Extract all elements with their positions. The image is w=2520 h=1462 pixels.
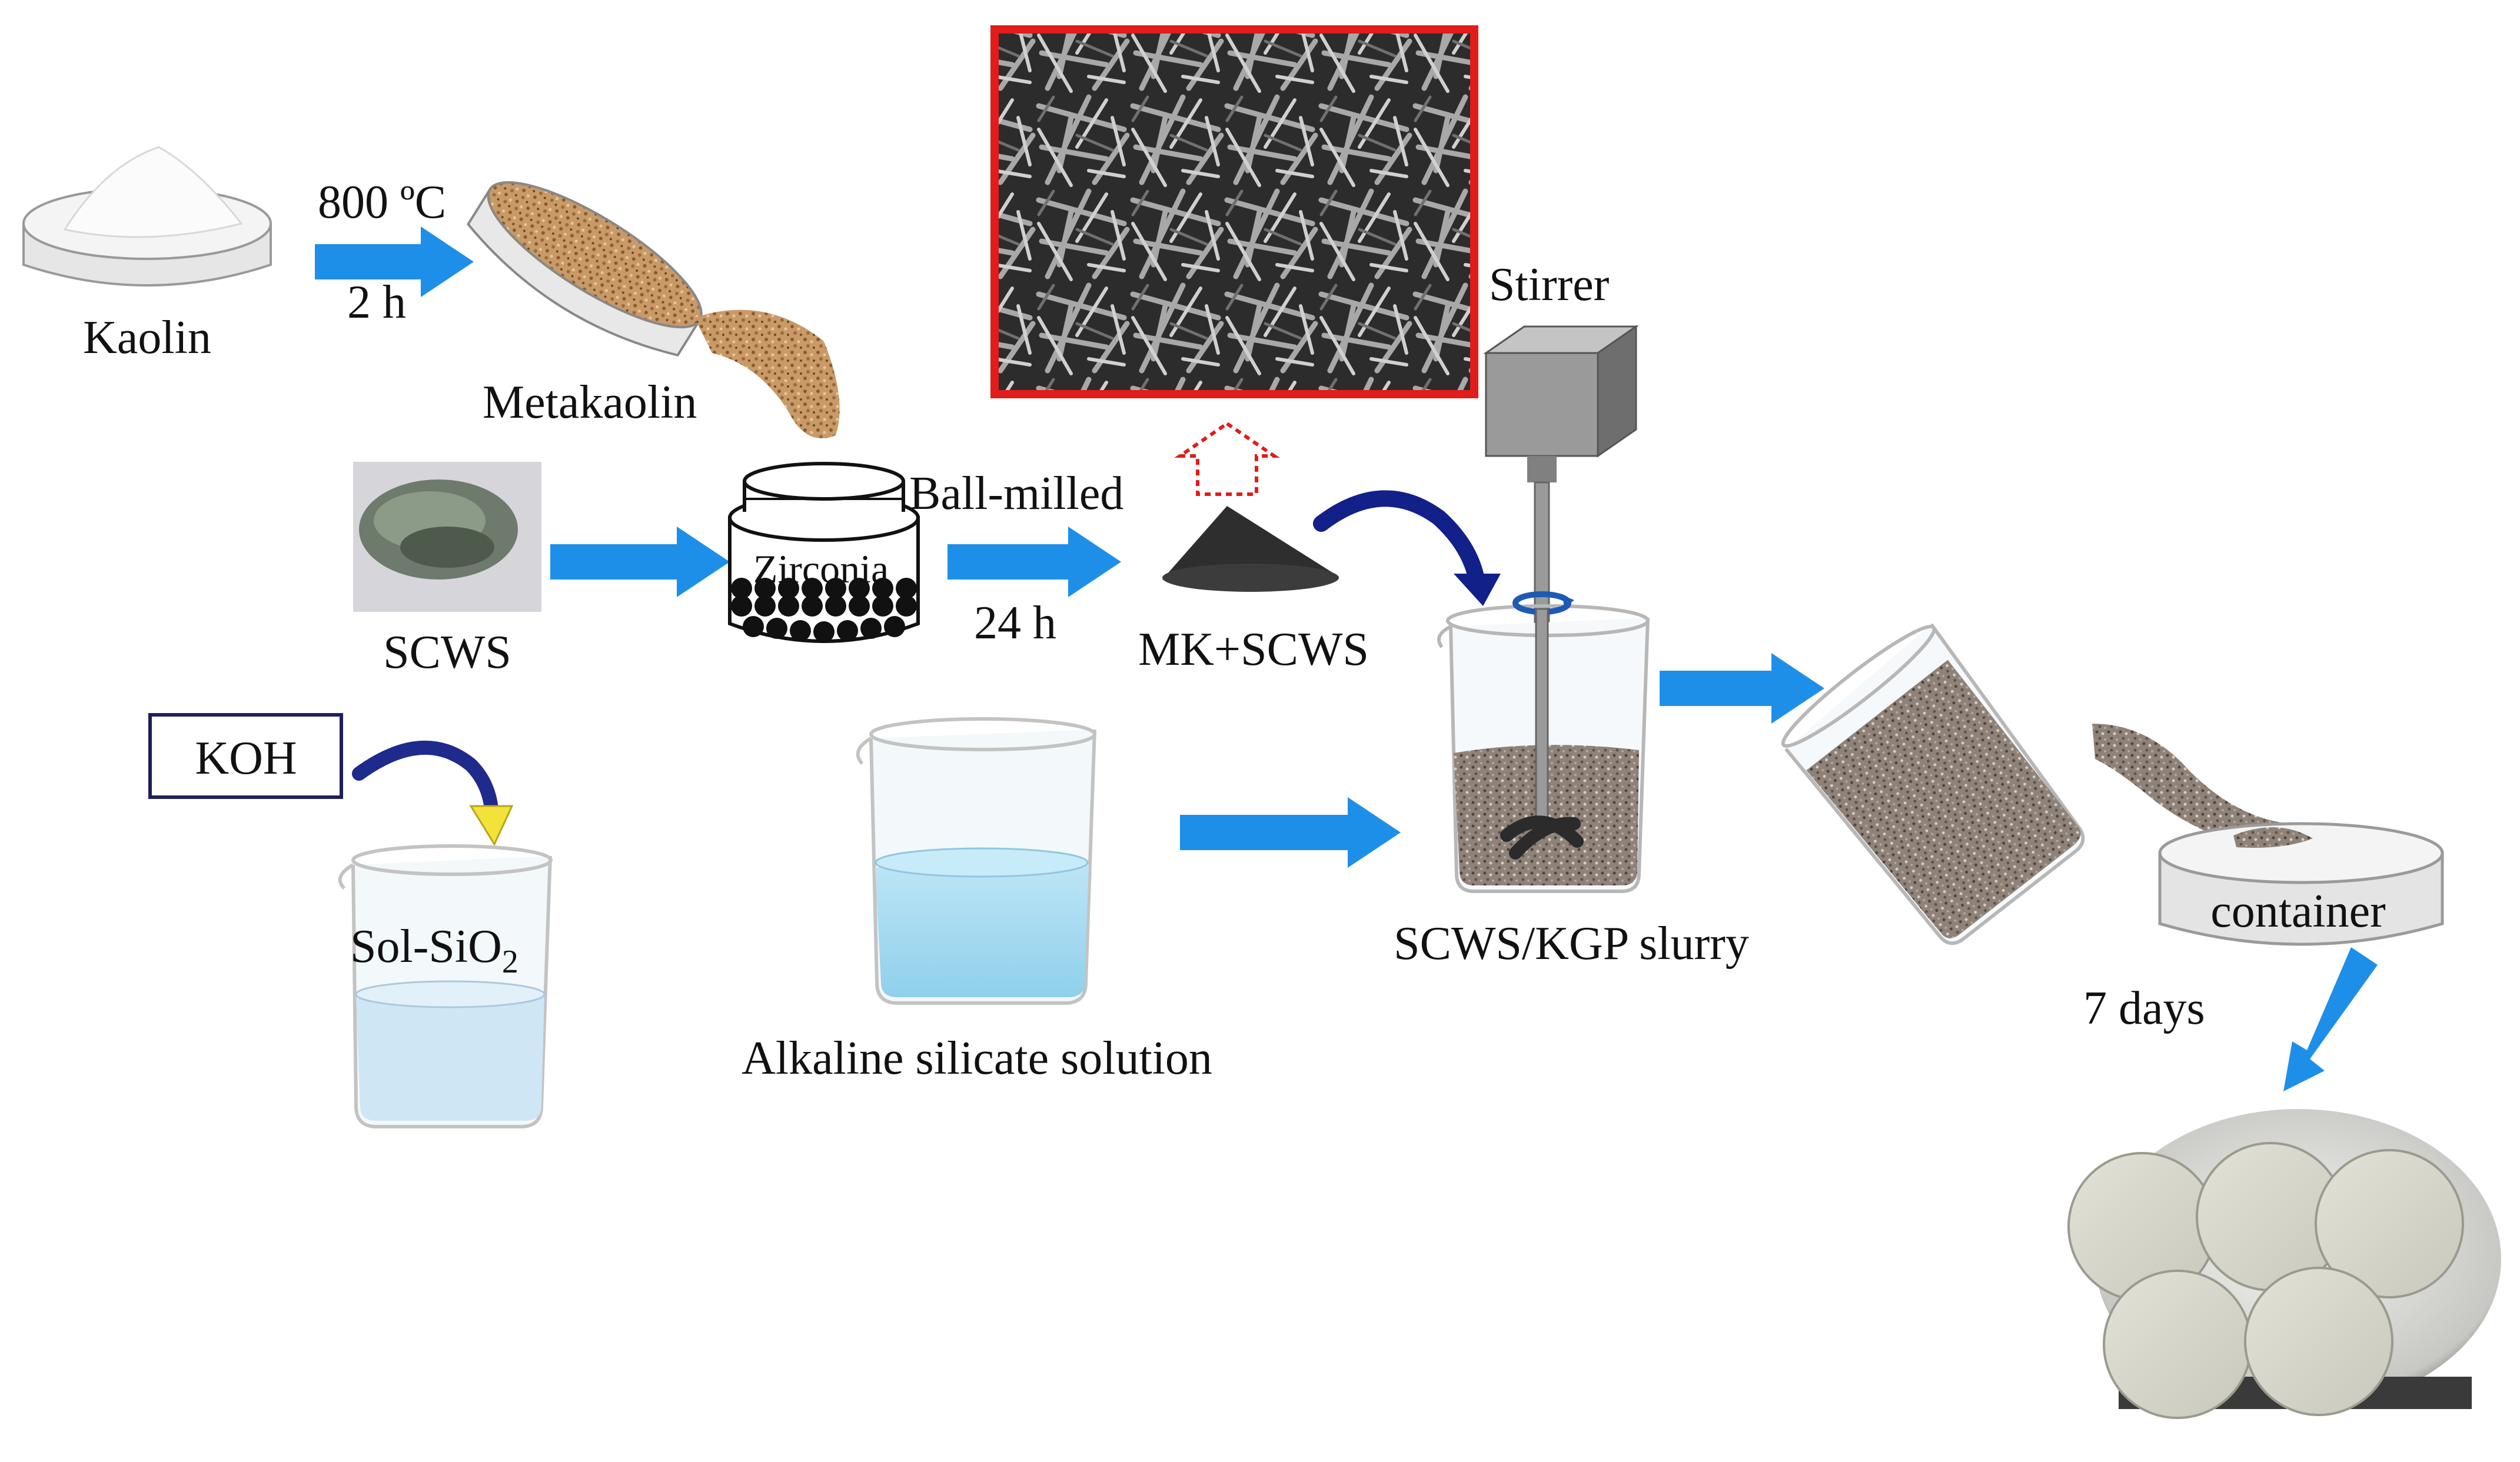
- alkaline-silicate-label: Alkaline silicate solution: [742, 1033, 1212, 1084]
- slurry-label: SCWS/KGP slurry: [1394, 918, 1749, 970]
- stirrer-label: Stirrer: [1489, 259, 1609, 311]
- pouring-beaker-icon: [1781, 623, 2289, 945]
- process-arrow: [550, 527, 730, 597]
- metakaolin-dish-icon: [466, 181, 840, 438]
- process-arrow: [948, 527, 1121, 597]
- alkaline-silicate-beaker-icon: [856, 717, 1096, 1005]
- koh-label: KOH: [195, 732, 297, 784]
- sem-micrograph: [990, 25, 1478, 398]
- process-arrow: [1180, 797, 1401, 868]
- calcination-time-label: 2 h: [347, 277, 406, 328]
- mixing-beaker-icon: [1437, 591, 1650, 893]
- zirconia-label: Zirconia: [753, 547, 889, 591]
- koh-box: [148, 713, 343, 799]
- process-arrow: [1660, 653, 1824, 724]
- metakaolin-label: Metakaolin: [483, 377, 697, 428]
- curved-arrow-koh: [352, 740, 514, 847]
- process-arrow: [2283, 947, 2378, 1091]
- container-dish-icon: [2158, 822, 2444, 946]
- curing-time-label: 7 days: [2083, 983, 2205, 1034]
- milling-time-label: 24 h: [974, 597, 1056, 649]
- sol-sio2-beaker-icon: [338, 844, 553, 1128]
- sol-sio2-label-base: Sol-SiO: [350, 921, 502, 973]
- temperature-label: 800 ºC: [318, 176, 446, 228]
- cured-samples-photo: [2067, 1109, 2501, 1419]
- sem-pointer-arrow: [1174, 421, 1280, 496]
- curved-arrow-dark: [1313, 490, 1501, 606]
- ball-mill-jar-icon: [728, 462, 920, 643]
- kaolin-dish-icon: [22, 146, 272, 287]
- sol-sio2-label-subscript: 2: [502, 944, 518, 980]
- container-label: container: [2210, 885, 2386, 937]
- scws-powder-photo: [353, 462, 541, 612]
- kaolin-label: Kaolin: [83, 312, 211, 364]
- process-arrow: [315, 227, 474, 297]
- mk-scws-powder-cone-icon: [1162, 506, 1339, 592]
- mk-scws-label: MK+SCWS: [1138, 624, 1369, 675]
- ball-milled-label: Ball-milled: [909, 468, 1123, 519]
- sol-sio2-label: Sol-SiO2: [350, 921, 518, 980]
- scws-label: SCWS: [383, 627, 511, 678]
